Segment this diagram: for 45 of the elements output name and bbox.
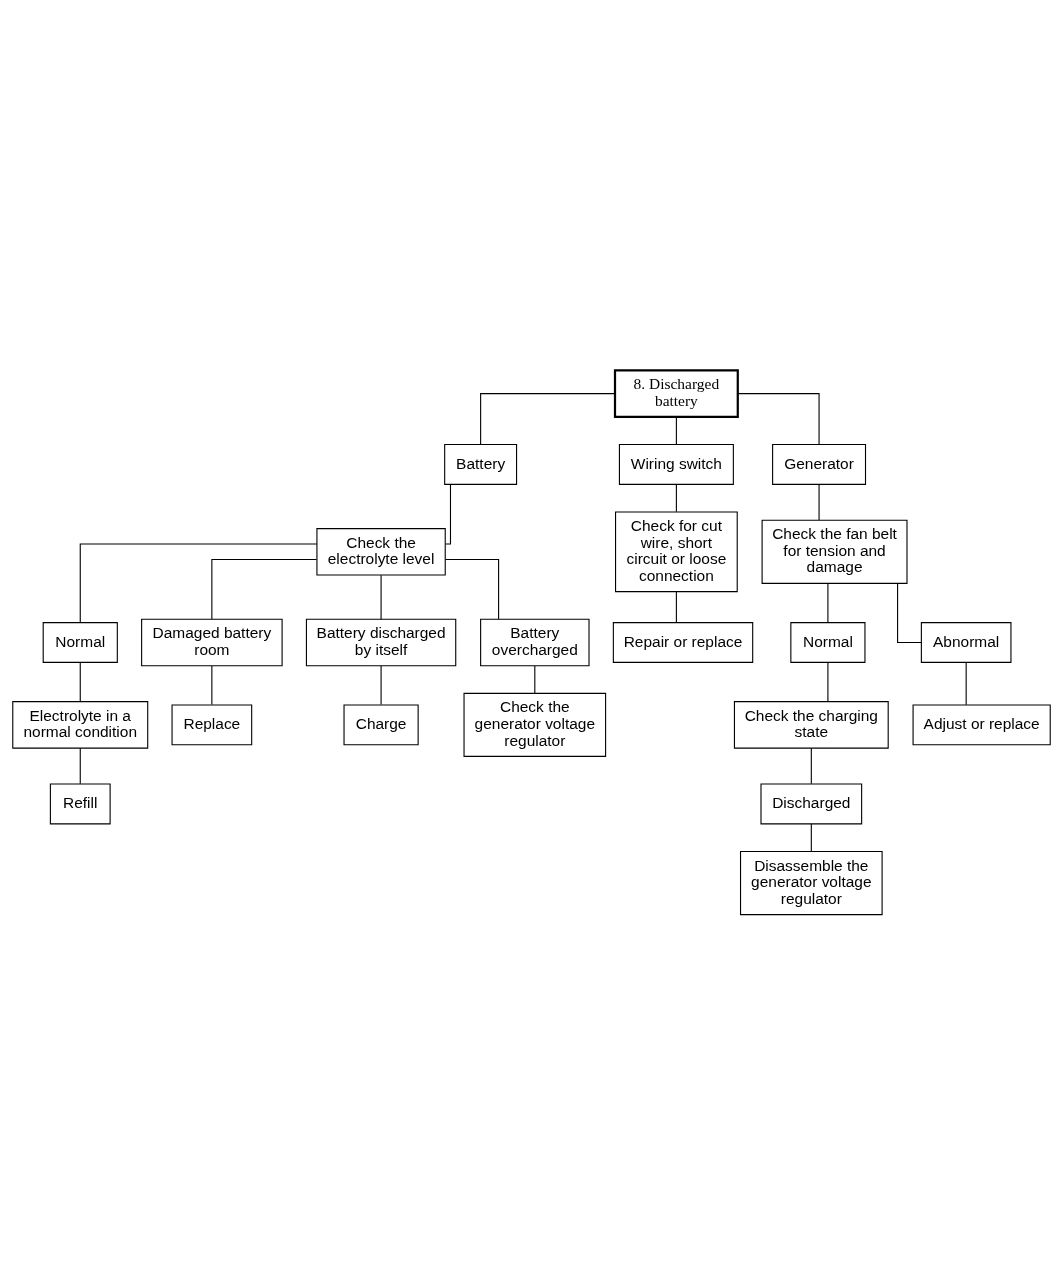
node-box: Abnormal xyxy=(920,621,1012,663)
connector xyxy=(675,483,677,512)
connector xyxy=(965,661,967,705)
connector xyxy=(380,664,382,705)
node-box: Electrolyte in a normal condition xyxy=(12,700,149,749)
connector xyxy=(675,416,677,445)
connector xyxy=(897,582,922,643)
connector xyxy=(79,543,318,623)
node-box: Battery overcharged xyxy=(480,618,590,666)
node-box: Disassemble the generator voltage regulator xyxy=(739,850,883,915)
connector xyxy=(827,661,829,702)
connector xyxy=(480,392,616,445)
connector xyxy=(444,558,500,619)
node-box: Check the charging state xyxy=(733,700,889,749)
connector xyxy=(818,483,820,521)
connector xyxy=(737,392,820,445)
connector xyxy=(827,582,829,623)
node-box: Normal xyxy=(42,621,118,663)
node-box: Damaged battery room xyxy=(141,618,283,666)
node-box: Discharged xyxy=(760,783,863,824)
node-box: Repair or replace xyxy=(612,621,754,663)
node-box: Generator xyxy=(772,443,867,485)
connector xyxy=(810,822,812,852)
connector xyxy=(79,661,81,702)
connector xyxy=(675,590,677,623)
node-box: Check the generator voltage regulator xyxy=(463,692,607,757)
node-box: Battery discharged by itself xyxy=(305,618,457,666)
connector xyxy=(211,664,213,705)
node-box: Refill xyxy=(49,783,111,824)
node-box: Check the fan belt for tension and damage xyxy=(761,519,908,584)
connector xyxy=(444,483,452,545)
node-box: Adjust or replace xyxy=(912,703,1051,745)
node-box: Battery xyxy=(444,443,518,485)
connector xyxy=(380,574,382,620)
node-box: Wiring switch xyxy=(618,443,734,485)
node-box: 8. Discharged battery xyxy=(613,368,739,418)
node-box: Normal xyxy=(790,621,866,663)
connector xyxy=(79,747,81,784)
node-box: Charge xyxy=(343,703,419,745)
connector xyxy=(211,558,318,619)
connector xyxy=(810,747,812,784)
node-box: Check the electrolyte level xyxy=(316,527,446,576)
node-box: Check for cut wire, short circuit or loose connection xyxy=(615,510,738,592)
connector xyxy=(534,664,536,694)
node-box: Replace xyxy=(171,703,253,745)
